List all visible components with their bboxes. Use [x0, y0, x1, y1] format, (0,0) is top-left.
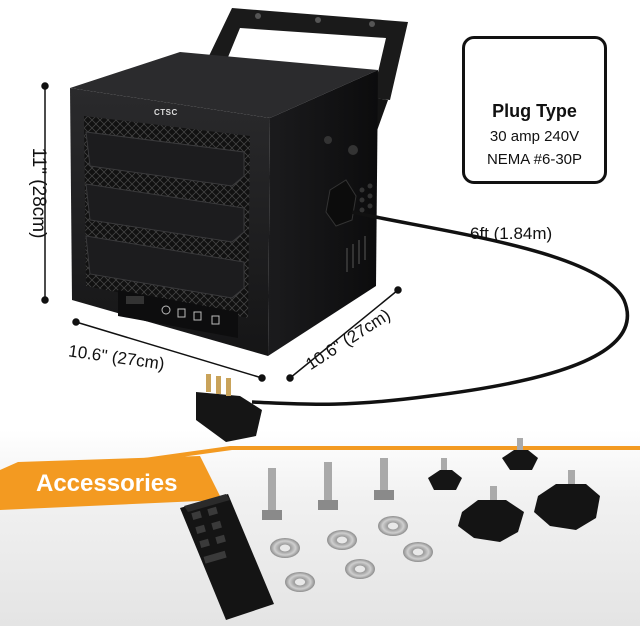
washer-2 — [327, 530, 357, 550]
background-bottom — [0, 430, 640, 626]
plug-type-box: Plug Type 30 amp 240V NEMA #6-30P — [462, 36, 607, 184]
louver-2 — [85, 183, 245, 243]
accessories-label: Accessories — [36, 470, 178, 497]
cord-length-label: 6ft (1.84m) — [470, 224, 553, 243]
side-vents — [346, 183, 373, 272]
remote-control — [180, 494, 274, 620]
accessories-banner — [0, 446, 640, 510]
louver-3 — [85, 235, 245, 299]
height-dimension-line — [41, 82, 49, 304]
width-dimension-line — [72, 318, 266, 382]
mode-button-icon — [177, 308, 186, 318]
plug-nema: NEMA #6-30P — [486, 151, 583, 168]
display-readout — [126, 296, 144, 304]
screw-3 — [374, 458, 394, 500]
power-button-icon — [161, 305, 171, 315]
washer-4 — [285, 572, 315, 592]
washer-5 — [345, 559, 375, 579]
fan-button-icon — [193, 311, 202, 321]
brand-label: CTSC — [154, 108, 178, 117]
knob-small-1 — [428, 458, 462, 490]
louver-1 — [85, 131, 245, 187]
knob-large-2 — [534, 470, 600, 530]
plug-rating: 30 amp 240V — [489, 128, 580, 145]
heater-unit — [70, 52, 378, 356]
washer-3 — [378, 516, 408, 536]
power-cord — [251, 210, 630, 407]
washer-1 — [270, 538, 300, 558]
plug-head — [196, 374, 262, 442]
screw-2 — [318, 462, 338, 510]
washer-6 — [403, 542, 433, 562]
plug-type-title: Plug Type — [492, 101, 577, 121]
knob-large-1 — [458, 486, 524, 542]
timer-button-icon — [211, 315, 220, 325]
bracket-knob — [325, 179, 357, 227]
screw-1 — [262, 468, 282, 520]
height-dimension-label: 11" (28cm) — [28, 147, 49, 239]
depth-dimension-line — [286, 286, 402, 382]
knob-small-2 — [502, 438, 538, 470]
